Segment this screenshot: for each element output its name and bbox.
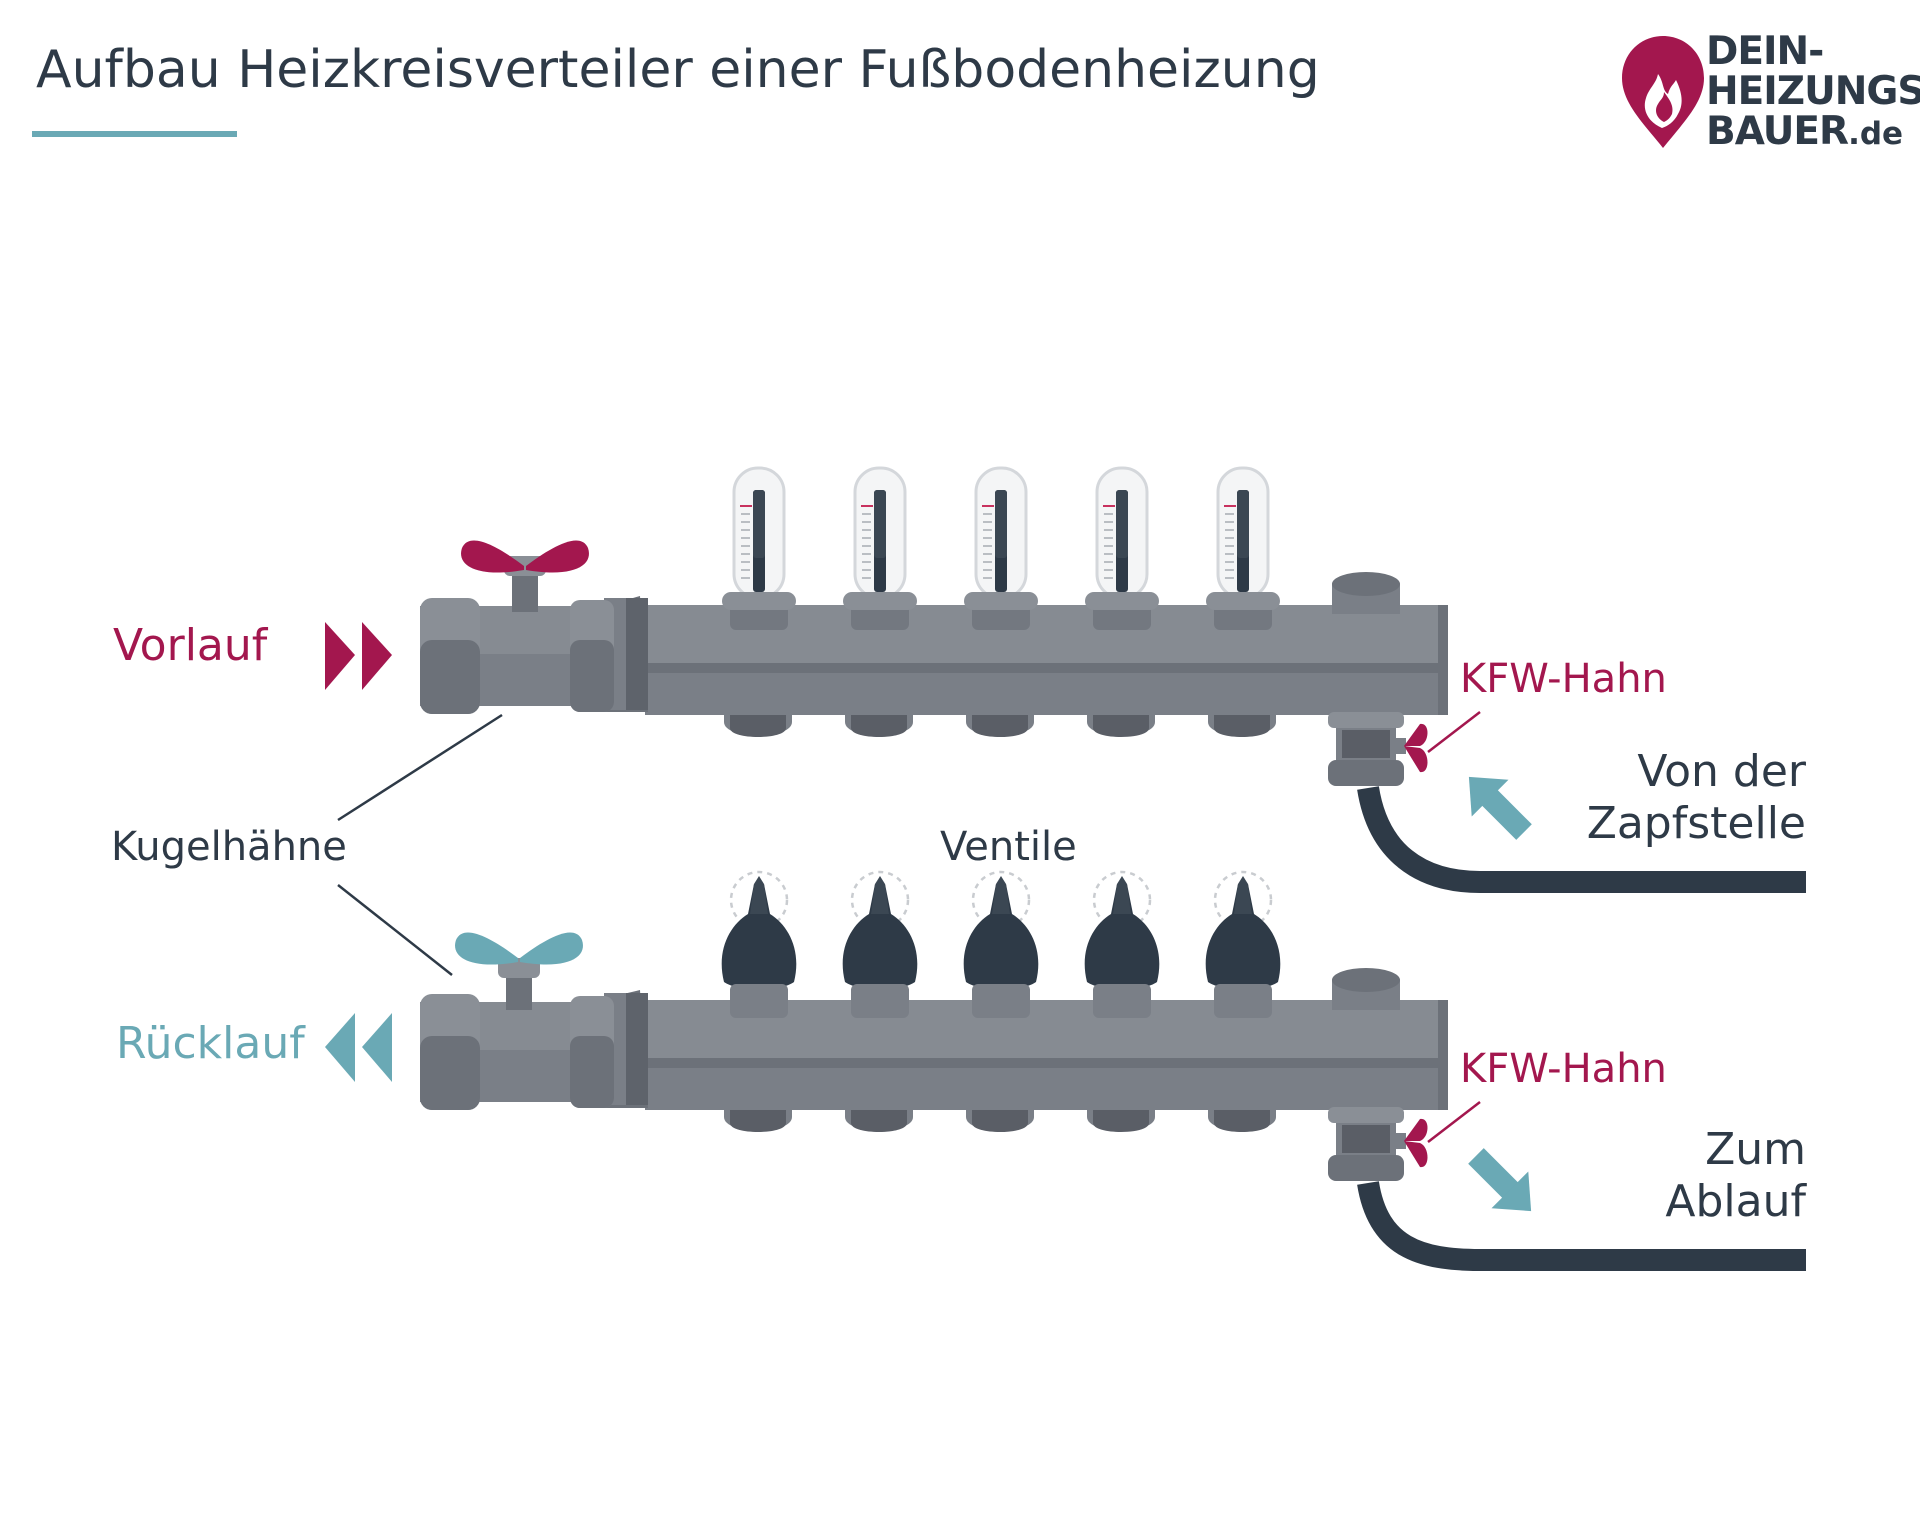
label-kugelhaehne: Kugelhähne <box>111 824 347 870</box>
leader-line-kfw-bottom <box>1427 1101 1481 1143</box>
logo-wordmark: DEIN- HEIZUNGS BAUER.de <box>1706 32 1920 154</box>
leader-line-kugelhaehne-top <box>337 713 503 822</box>
flowmeter-4 <box>1083 466 1161 632</box>
logo-line-3: BAUER <box>1706 109 1849 154</box>
flame-drop-icon <box>1622 36 1704 148</box>
inflow-arrow <box>1468 776 1532 840</box>
supply-flow-arrow-1 <box>325 622 355 690</box>
label-zum: Zum <box>1705 1124 1806 1175</box>
supply-ball-valve-handle <box>461 540 524 573</box>
return-flow-arrow-1 <box>325 1013 355 1082</box>
logo-suffix: .de <box>1848 116 1904 152</box>
flowmeter-5 <box>1204 466 1282 632</box>
brand-logo: DEIN- HEIZUNGS BAUER.de <box>1618 30 1920 155</box>
leader-line-kugelhaehne-bottom <box>337 884 453 976</box>
outflow-arrow <box>1468 1148 1532 1212</box>
label-kfw-hahn-top: KFW-Hahn <box>1460 656 1667 702</box>
label-ventile: Ventile <box>940 824 1077 870</box>
return-valve-2 <box>841 870 919 1020</box>
flowmeter-3 <box>962 466 1040 632</box>
kfw-handle-bottom <box>1404 1118 1428 1141</box>
supply-manifold <box>325 466 1806 893</box>
kfw-handle-top <box>1404 723 1428 746</box>
return-valve-1 <box>720 870 798 1020</box>
supply-flow-arrow-2 <box>362 622 392 690</box>
label-zapfstelle: Zapfstelle <box>1586 798 1806 849</box>
label-ruecklauf: Rücklauf <box>116 1018 305 1069</box>
return-valve-3 <box>962 870 1040 1020</box>
flowmeter-1 <box>720 466 798 632</box>
return-manifold <box>325 870 1806 1271</box>
label-von-der: Von der <box>1637 746 1806 797</box>
label-kfw-hahn-bottom: KFW-Hahn <box>1460 1046 1667 1092</box>
label-vorlauf: Vorlauf <box>113 620 268 671</box>
leader-line-kfw-top <box>1427 711 1481 753</box>
flowmeter-2 <box>841 466 919 632</box>
page-title: Aufbau Heizkreisverteiler einer Fußboden… <box>36 40 1320 100</box>
logo-line-1: DEIN- <box>1706 29 1824 74</box>
title-underline <box>32 131 237 137</box>
return-ball-valve-handle <box>455 932 518 965</box>
return-valve-5 <box>1204 870 1282 1020</box>
label-ablauf: Ablauf <box>1665 1176 1806 1227</box>
return-valve-4 <box>1083 870 1161 1020</box>
return-flow-arrow-2 <box>362 1013 392 1082</box>
logo-line-2: HEIZUNGS <box>1706 69 1920 114</box>
